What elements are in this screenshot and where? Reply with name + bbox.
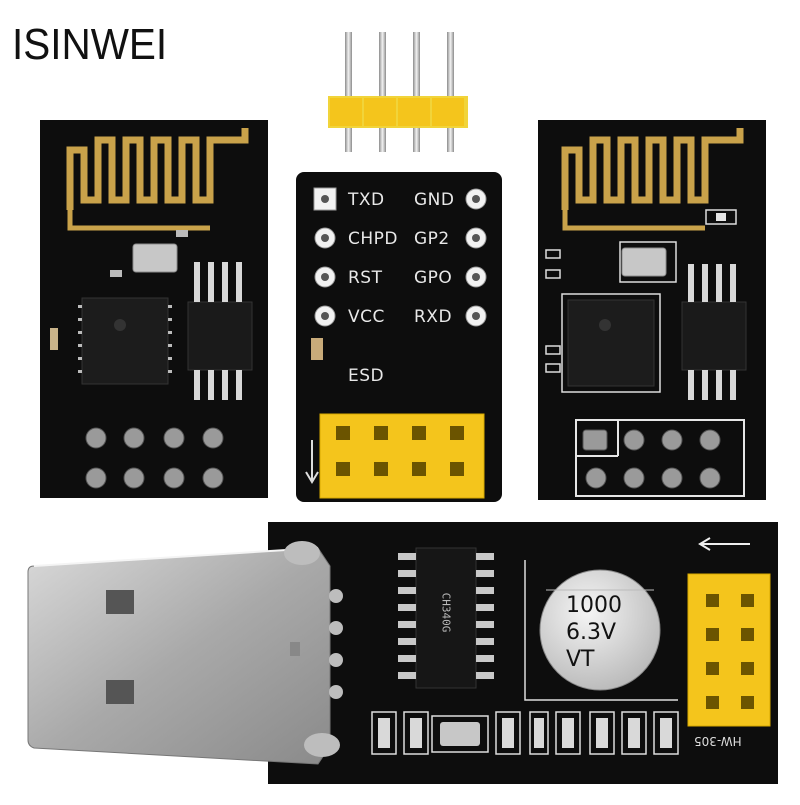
pin-label-rxd: RXD (414, 307, 453, 327)
esp01-module-right (538, 120, 766, 500)
pin-label-gpo: GPO (414, 268, 453, 288)
capacitor-value: 1000 (566, 593, 622, 618)
esp01-module-left (40, 120, 268, 498)
pin-label-gnd: GND (414, 190, 455, 210)
pin-label-chpd: CHPD (348, 229, 398, 249)
esd-label: ESD (348, 366, 385, 386)
brand-watermark: ISINWEI (12, 20, 168, 69)
pin-label-rst: RST (348, 268, 383, 288)
pin-label-gp2: GP2 (414, 229, 450, 249)
pin-label-txd: TXD (348, 190, 385, 210)
usb-adapter-board (27, 522, 778, 784)
capacitor-marking: 1000 6.3V VT (566, 592, 622, 673)
pin-label-vcc: VCC (348, 307, 385, 327)
board-label: HW-305 (694, 734, 742, 748)
ch340-chip-marking: CH340G (439, 592, 453, 633)
capacitor-voltage: 6.3V (566, 620, 617, 645)
adapter-board (296, 32, 502, 502)
capacitor-series: VT (566, 647, 595, 672)
